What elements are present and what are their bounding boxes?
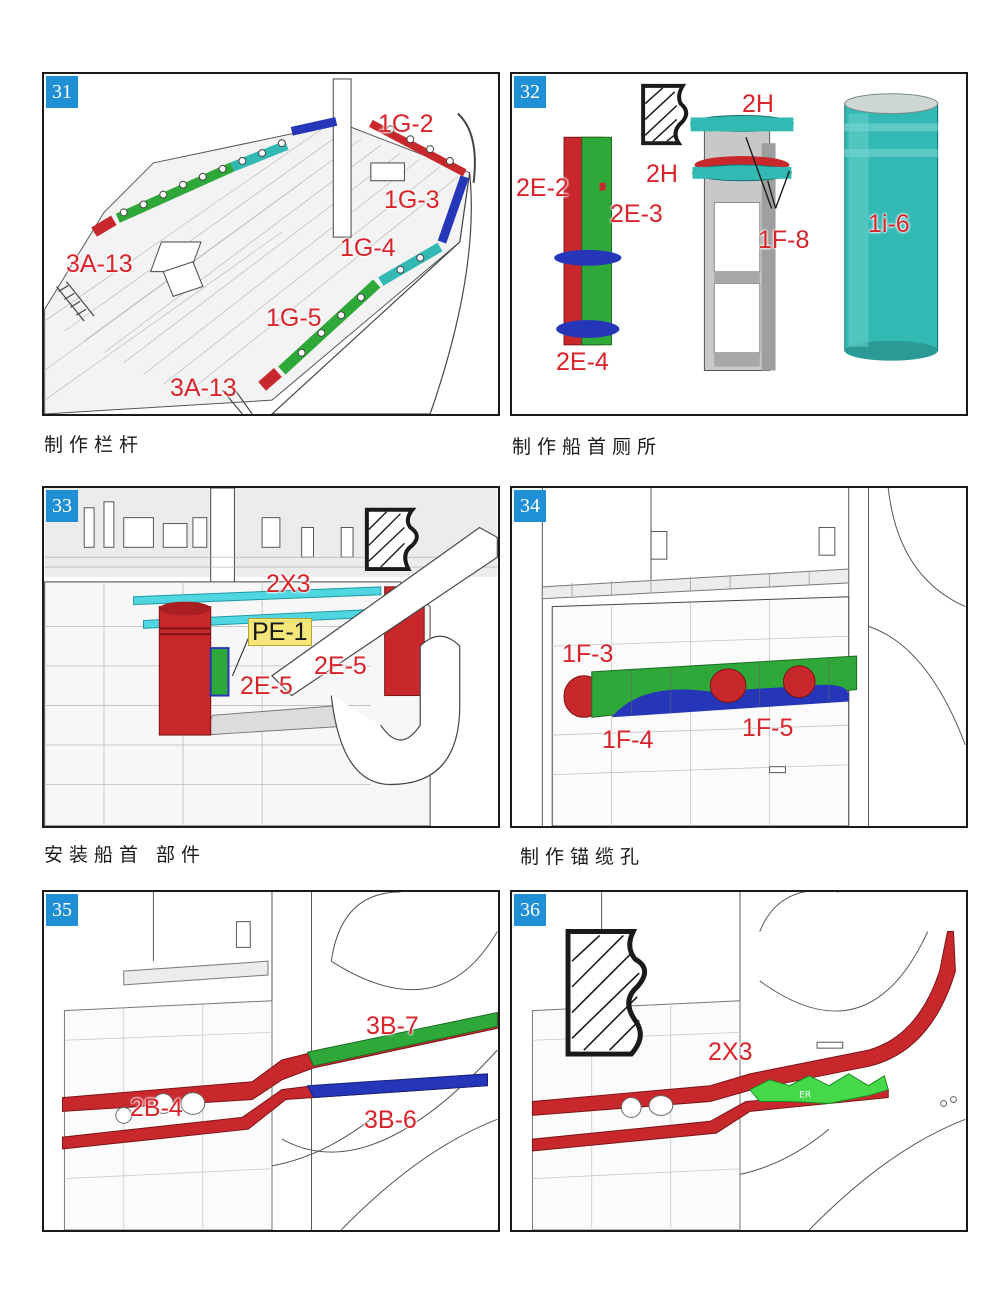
step-33-panel: 33 (42, 486, 500, 828)
part-label-1g-4: 1G-4 (340, 234, 396, 262)
railing-illustration (44, 78, 476, 414)
part-label-2e-5-left: 2E-5 (240, 672, 293, 700)
part-label-3b-7: 3B-7 (366, 1012, 419, 1040)
part-label-2e-3: 2E-3 (610, 200, 663, 228)
part-label-1i-6: 1i-6 (868, 210, 910, 238)
step-34-panel: 34 1F-3 (510, 486, 968, 828)
part-label-2e-5-right: 2E-5 (314, 652, 367, 680)
step-number: 32 (514, 76, 546, 108)
svg-text:ER: ER (799, 1091, 811, 1101)
step-number: 34 (514, 490, 546, 522)
part-label-1f-4: 1F-4 (602, 726, 654, 754)
part-label-1g-2: 1G-2 (378, 110, 434, 138)
part-label-2h-middle: 2H (646, 160, 678, 188)
step-33-caption: 安装船首 部件 (44, 844, 207, 866)
part-label-pe-1: PE-1 (248, 618, 312, 646)
part-label-2h-top: 2H (742, 90, 774, 118)
cheek-rails-illustration (61, 892, 498, 1230)
part-label-3a-13-lower: 3A-13 (170, 374, 237, 402)
step-31-panel: 31 (42, 72, 500, 416)
part-label-3a-13-upper: 3A-13 (66, 250, 133, 278)
step-31-caption: 制作栏杆 (44, 434, 145, 456)
step-35-panel: 35 3B-7 2B-4 3B-6 (42, 890, 500, 1232)
part-label-2x3: 2X3 (708, 1038, 753, 1066)
part-label-2b-4: 2B-4 (130, 1094, 183, 1122)
head-toilet-illustration (554, 83, 939, 372)
part-label-1f-8: 1F-8 (758, 226, 810, 254)
part-label-1f-3: 1F-3 (562, 640, 614, 668)
hawse-hole-illustration (541, 488, 966, 826)
part-label-3b-6: 3B-6 (364, 1106, 417, 1134)
step-number: 36 (514, 894, 546, 926)
bow-parts-illustration (44, 488, 498, 826)
step-36-panel: 36 ER 2X3 (510, 890, 968, 1232)
profile-section-icon (641, 83, 689, 146)
step-32-caption: 制作船首厕所 (512, 436, 663, 458)
step-number: 35 (46, 894, 78, 926)
step-34-caption: 制作锚缆孔 (520, 846, 646, 868)
part-label-2e-2: 2E-2 (516, 174, 569, 202)
step-number: 31 (46, 76, 78, 108)
head-rail-illustration: ER (531, 892, 966, 1230)
part-label-1g-3: 1G-3 (384, 186, 440, 214)
part-label-1f-5: 1F-5 (742, 714, 794, 742)
part-label-2x3: 2X3 (266, 570, 311, 598)
step-number: 33 (46, 490, 78, 522)
step-32-panel: 32 (510, 72, 968, 416)
part-label-1g-5: 1G-5 (266, 304, 322, 332)
part-label-2e-4: 2E-4 (556, 348, 609, 376)
